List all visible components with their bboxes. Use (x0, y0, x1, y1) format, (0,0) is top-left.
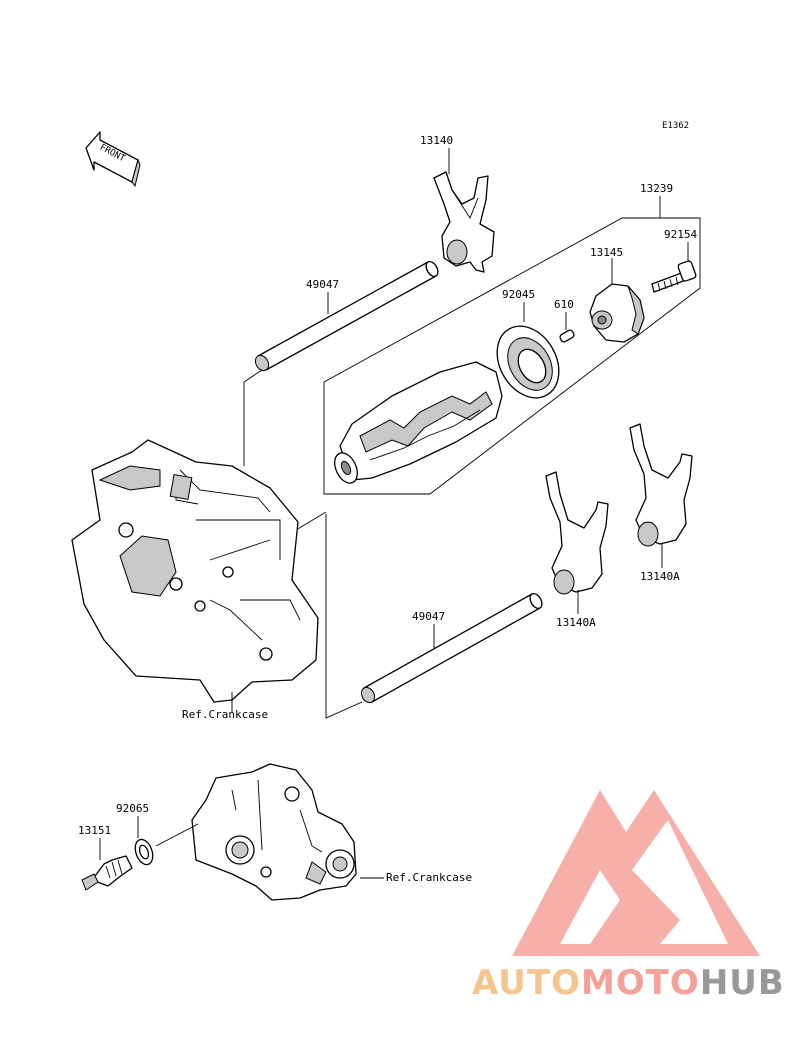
watermark-text: AUTOMOTOHUB (472, 963, 785, 1003)
shift-fork-13140a-mid[interactable] (545, 471, 609, 595)
drum-segment-13145[interactable] (589, 283, 645, 343)
label-92065: 92065 (116, 802, 149, 815)
leader-washer-crankcase (155, 823, 199, 847)
label-13151: 13151 (78, 824, 111, 837)
neutral-switch-13151[interactable] (81, 855, 133, 891)
shaft-guide-bottom (325, 514, 363, 719)
label-13145: 13145 (590, 246, 623, 259)
shaft-guide-link (295, 511, 327, 531)
label-13140-top: 13140 (420, 134, 453, 147)
watermark-logo (512, 790, 760, 956)
pin-610[interactable] (559, 329, 575, 343)
ref-crankcase-top: Ref.Crankcase (182, 708, 268, 721)
bolt-92154[interactable] (651, 260, 697, 293)
label-13239: 13239 (640, 182, 673, 195)
shift-fork-13140[interactable] (433, 171, 495, 273)
label-49047-bottom: 49047 (412, 610, 445, 623)
front-arrow-icon: FRONT (85, 131, 141, 188)
shaft-guide-top (243, 369, 263, 466)
fork-shaft-49047-bottom[interactable] (359, 592, 545, 705)
watermark-auto: AUTO (472, 963, 581, 1003)
label-92154: 92154 (664, 228, 697, 241)
label-49047-top: 49047 (306, 278, 339, 291)
watermark-moto: MOTO (581, 963, 700, 1003)
crankcase-lower (191, 763, 357, 901)
bearing-92045[interactable] (485, 315, 571, 409)
diagram-code: E1362 (662, 121, 689, 131)
ref-crankcase-bottom: Ref.Crankcase (386, 871, 472, 884)
label-92045: 92045 (502, 288, 535, 301)
washer-92065[interactable] (132, 837, 156, 867)
shift-fork-13140a-right[interactable] (629, 423, 693, 547)
label-610: 610 (554, 298, 574, 311)
fork-shaft-49047-top[interactable] (253, 260, 441, 373)
watermark-hub: HUB (700, 963, 785, 1003)
assembly-box-13239 (323, 217, 701, 495)
label-13140a-mid: 13140A (556, 616, 596, 629)
label-13140a-right: 13140A (640, 570, 680, 583)
shift-drum[interactable] (330, 361, 503, 487)
crankcase-upper (71, 439, 319, 703)
